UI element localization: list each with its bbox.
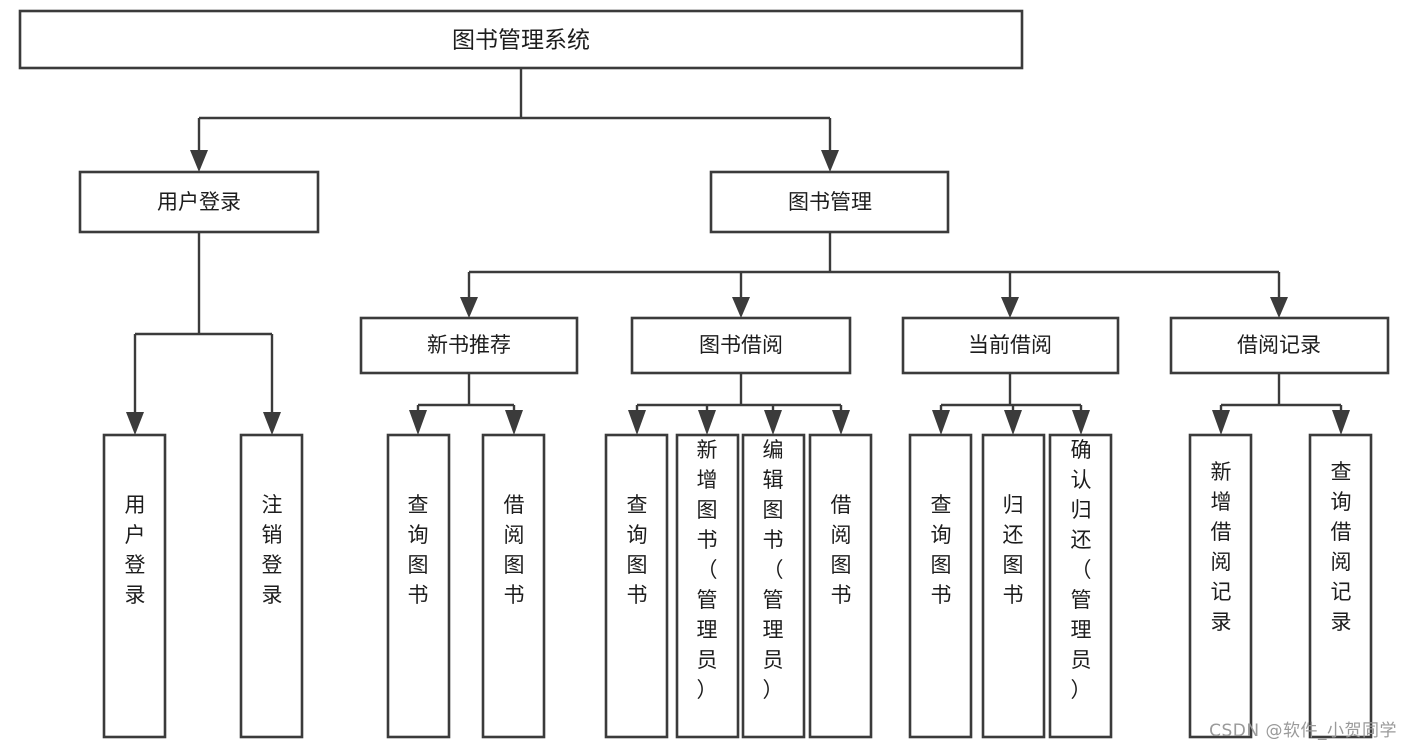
arrow-head-leaf-11 (1072, 410, 1090, 435)
arrow-head-leaf-7 (764, 410, 782, 435)
node-new-book-recommend-label: 新书推荐 (427, 333, 511, 357)
leaf-label-query-book-3: 查询图书 (931, 493, 952, 607)
leaf-box-query-borrow-record[interactable] (1308, 433, 1373, 739)
node-book-manage[interactable]: 图书管理 (709, 170, 950, 234)
node-borrow-record-label: 借阅记录 (1237, 333, 1321, 357)
leaf-box-logout[interactable] (239, 433, 304, 739)
arrow-head-leaf-3 (409, 410, 427, 435)
leaf-box-edit-book[interactable] (741, 433, 806, 739)
arrow-head-leaf-12 (1212, 410, 1230, 435)
node-user-login-box[interactable] (78, 170, 320, 234)
node-user-login-label: 用户登录 (157, 190, 241, 214)
leaf-label-query-book-1: 查询图书 (408, 493, 429, 607)
leaf-label-add-borrow-record: 新增借阅记录 (1211, 460, 1232, 634)
node-borrow-record-box[interactable] (1169, 316, 1390, 375)
leaf-node[interactable]: 归还图书 (981, 433, 1046, 739)
leaf-node[interactable]: 新增图书（管理员） (675, 433, 740, 739)
leaf-label-edit-book: 编辑图书（管理员） (763, 438, 784, 702)
node-book-borrow[interactable]: 图书借阅 (630, 316, 852, 375)
leaf-label-borrow-book-1: 借阅图书 (504, 493, 525, 607)
node-current-borrow[interactable]: 当前借阅 (901, 316, 1120, 375)
arrow-head-leaf-5 (628, 410, 646, 435)
node-current-borrow-box[interactable] (901, 316, 1120, 375)
leaf-nodes-layer: 用户登录 注销登录 查询图书 借阅图书 查询图书 新增图书（管理员） (102, 433, 1373, 739)
leaf-box-return-book[interactable] (981, 433, 1046, 739)
connector-layer (126, 68, 1350, 435)
leaf-node[interactable]: 注销登录 (239, 433, 304, 739)
arrow-head-book-manage (821, 150, 839, 172)
arrow-head-leaf-6 (698, 410, 716, 435)
arrow-head-book-borrow (732, 297, 750, 318)
leaf-label-add-book: 新增图书（管理员） (697, 438, 718, 702)
leaf-node[interactable]: 查询图书 (386, 433, 451, 739)
leaf-node[interactable]: 确认归还（管理员） (1048, 433, 1113, 739)
arrow-head-user-login (190, 150, 208, 172)
arrow-head-new-book (460, 297, 478, 318)
leaf-label-confirm-return: 确认归还（管理员） (1071, 438, 1092, 702)
leaf-label-borrow-book-2: 借阅图书 (831, 493, 852, 607)
arrow-head-leaf-10 (1004, 410, 1022, 435)
leaf-node[interactable]: 新增借阅记录 (1188, 433, 1253, 739)
leaf-node[interactable]: 编辑图书（管理员） (741, 433, 806, 739)
leaf-box-add-borrow-record[interactable] (1188, 433, 1253, 739)
node-book-borrow-label: 图书借阅 (699, 333, 783, 357)
leaf-box-user-login[interactable] (102, 433, 167, 739)
leaf-box-borrow-book-2[interactable] (808, 433, 873, 739)
node-root-box[interactable] (18, 9, 1024, 70)
node-new-book-recommend-box[interactable] (359, 316, 579, 375)
leaf-box-query-book-1[interactable] (386, 433, 451, 739)
node-book-borrow-box[interactable] (630, 316, 852, 375)
leaf-label-logout: 注销登录 (262, 493, 283, 607)
node-book-manage-box[interactable] (709, 170, 950, 234)
arrow-head-current-borrow (1001, 297, 1019, 318)
node-root[interactable]: 图书管理系统 (18, 9, 1024, 70)
node-user-login[interactable]: 用户登录 (78, 170, 320, 234)
leaf-box-confirm-return[interactable] (1048, 433, 1113, 739)
arrow-head-borrow-record (1270, 297, 1288, 318)
leaf-label-query-borrow-record: 查询借阅记录 (1331, 460, 1352, 634)
arrow-head-leaf-4 (505, 410, 523, 435)
leaf-node[interactable]: 借阅图书 (808, 433, 873, 739)
node-current-borrow-label: 当前借阅 (968, 333, 1052, 357)
leaf-node[interactable]: 查询图书 (908, 433, 973, 739)
leaf-box-add-book[interactable] (675, 433, 740, 739)
leaf-box-query-book-2[interactable] (604, 433, 669, 739)
leaf-node[interactable]: 查询图书 (604, 433, 669, 739)
node-book-manage-label: 图书管理 (788, 190, 872, 214)
leaf-node[interactable]: 查询借阅记录 (1308, 433, 1373, 739)
arrow-head-leaf-2 (263, 412, 281, 435)
arrow-head-leaf-8 (832, 410, 850, 435)
node-new-book-recommend[interactable]: 新书推荐 (359, 316, 579, 375)
arrow-head-leaf-9 (932, 410, 950, 435)
node-borrow-record[interactable]: 借阅记录 (1169, 316, 1390, 375)
leaf-node[interactable]: 用户登录 (102, 433, 167, 739)
arrow-head-leaf-13 (1332, 410, 1350, 435)
arrow-head-leaf-1 (126, 412, 144, 435)
leaf-label-return-book: 归还图书 (1003, 493, 1024, 607)
leaf-label-query-book-2: 查询图书 (627, 493, 648, 607)
node-root-label: 图书管理系统 (452, 28, 590, 54)
leaf-box-query-book-3[interactable] (908, 433, 973, 739)
leaf-box-borrow-book-1[interactable] (481, 433, 546, 739)
leaf-node[interactable]: 借阅图书 (481, 433, 546, 739)
leaf-label-user-login: 用户登录 (125, 493, 146, 607)
